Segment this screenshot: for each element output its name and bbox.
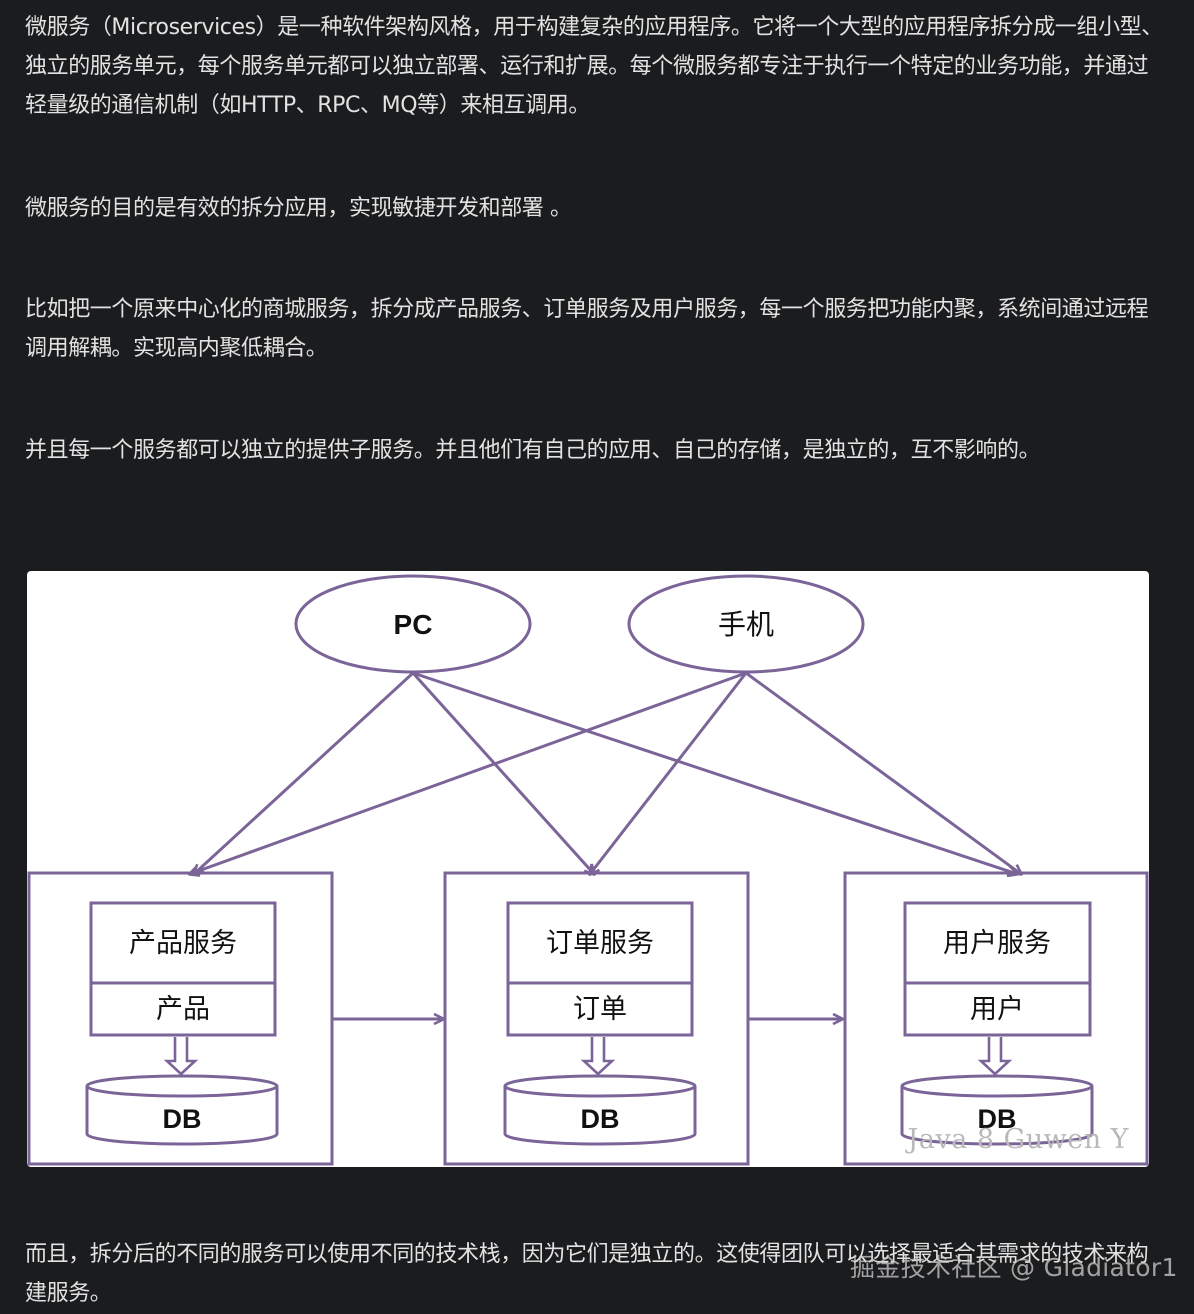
intro-paragraph: 微服务（Microservices）是一种软件架构风格，用于构建复杂的应用程序。…: [25, 15, 1163, 118]
example-paragraph: 比如把一个原来中心化的商城服务，拆分成产品服务、订单服务及用户服务，每一个服务把…: [25, 297, 1149, 361]
client-pc-label: PC: [394, 609, 433, 640]
user-service-title: 用户服务: [943, 928, 1051, 958]
microservices-diagram: PC 手机 产品服务 产品 订单服务 订单 用户服务 用户 DB DB DB J…: [27, 571, 1149, 1167]
user-db-label: DB: [978, 1104, 1017, 1134]
purpose-paragraph: 微服务的目的是有效的拆分应用，实现敏捷开发和部署 。: [25, 196, 572, 221]
client-pc-ellipse: [294, 574, 532, 674]
user-module-label: 用户: [970, 994, 1024, 1024]
arrow-user-db: [977, 1037, 1013, 1076]
product-service-box: [89, 901, 277, 1037]
client-mobile-ellipse: [627, 574, 865, 674]
user-db-cylinder: [900, 1074, 1094, 1146]
user-service-container: [843, 871, 1149, 1166]
client-mobile-label: 手机: [718, 609, 774, 640]
order-db-cylinder: [503, 1074, 697, 1146]
image-watermark: Java 8 Guwen Y: [907, 1124, 1129, 1155]
order-service-box: [506, 901, 694, 1037]
arrow-pc-user: [412, 671, 1017, 874]
order-module-label: 订单: [573, 994, 627, 1024]
arrow-product-db: [163, 1037, 199, 1076]
product-db-cylinder: [85, 1074, 279, 1146]
independence-paragraph: 并且每一个服务都可以独立的提供子服务。并且他们有自己的应用、自己的存储，是独立的…: [25, 438, 1041, 463]
product-service-title: 产品服务: [129, 928, 237, 958]
arrow-pc-product: [194, 671, 415, 874]
arrow-mobile-product: [190, 671, 747, 874]
tech-stack-paragraph: 而且，拆分后的不同的服务可以使用不同的技术栈，因为它们是独立的。这使得团队可以选…: [25, 1242, 1149, 1306]
order-service-title: 订单服务: [546, 928, 654, 958]
order-db-label: DB: [581, 1104, 620, 1134]
page-watermark: 掘金技术社区 @ Gladiator1: [850, 1253, 1178, 1282]
arrow-mobile-user: [745, 671, 1021, 874]
arrow-pc-order: [411, 671, 594, 874]
diagram-canvas: PC 手机 产品服务 产品 订单服务 订单 用户服务 用户 DB DB DB: [27, 574, 1149, 1166]
arrow-order-db: [580, 1037, 616, 1076]
product-module-label: 产品: [156, 994, 210, 1024]
product-db-label: DB: [163, 1104, 202, 1134]
user-service-box: [903, 901, 1092, 1037]
arrow-mobile-order: [590, 672, 748, 874]
